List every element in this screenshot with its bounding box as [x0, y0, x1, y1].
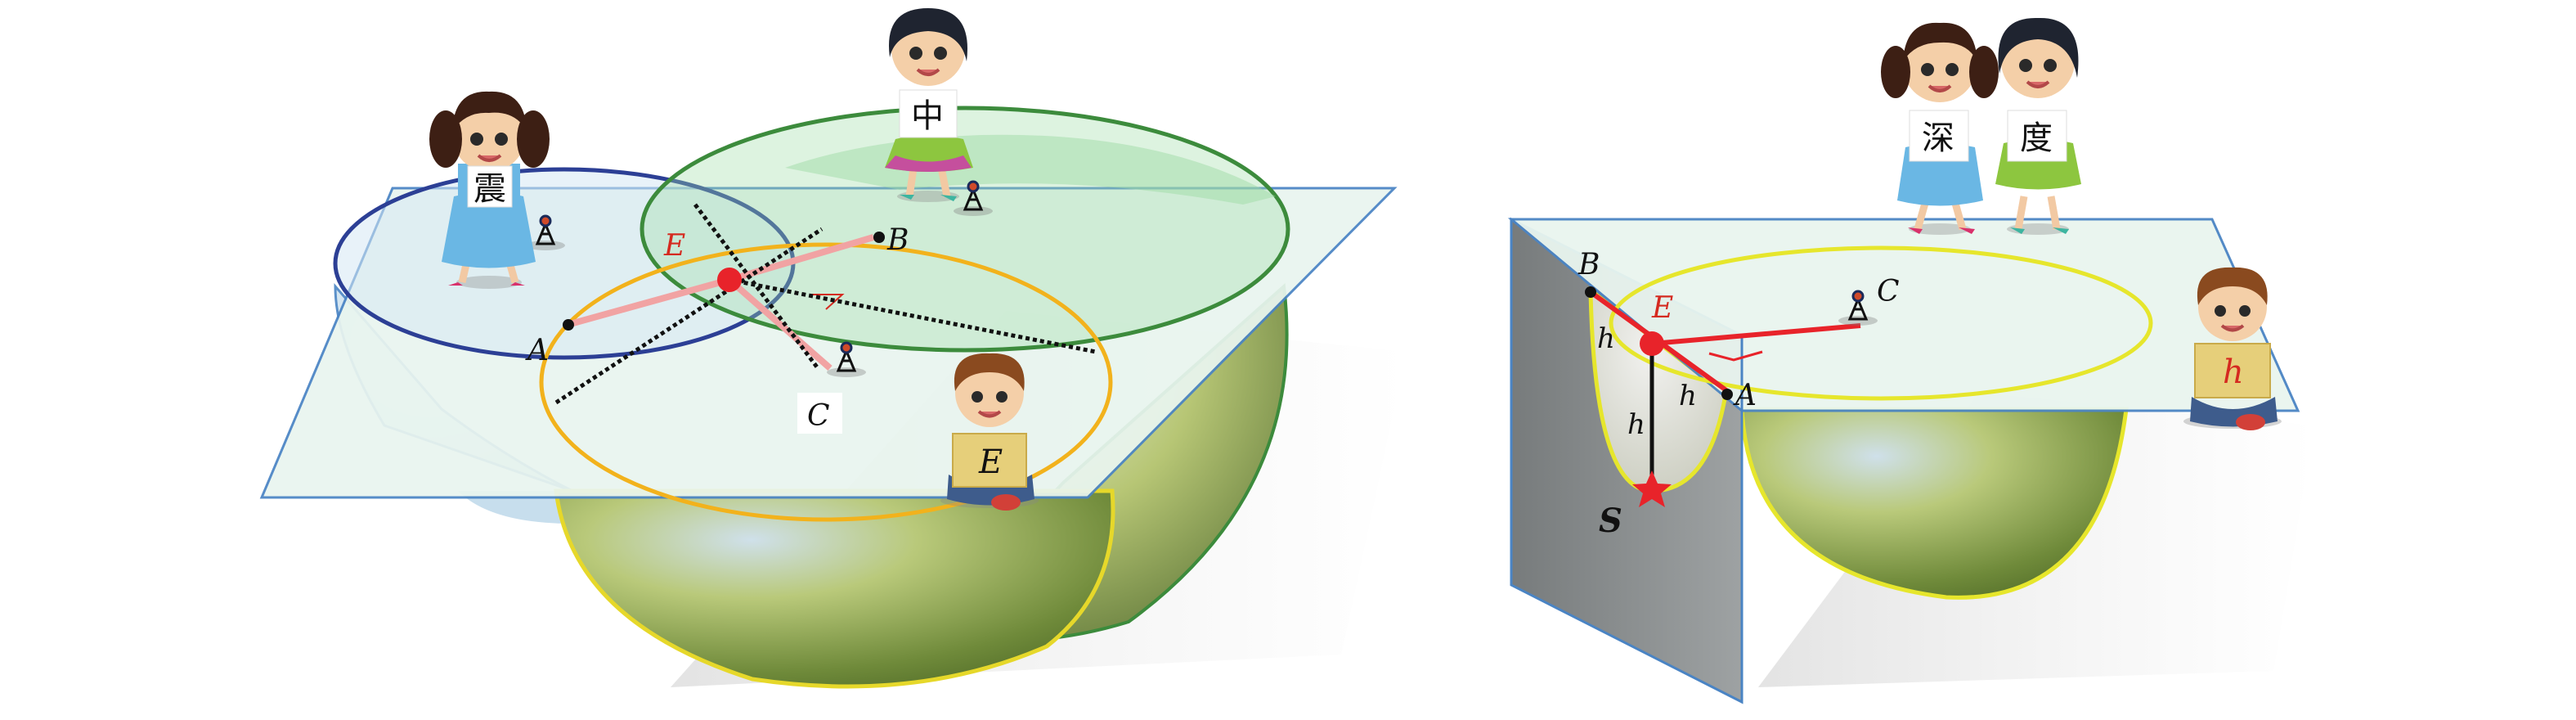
- label-h-right: h: [1679, 380, 1697, 412]
- girl-right-2-figure: 度: [1995, 17, 2081, 235]
- label-e-right: E: [1651, 291, 1673, 325]
- point-b-dot-right: [1585, 286, 1596, 298]
- girl-right-1-figure: 深: [1881, 22, 1999, 235]
- point-a-dot: [563, 319, 574, 331]
- right-angle-mark: [810, 294, 845, 310]
- boy-left-sign-text: E: [978, 443, 1003, 481]
- line-e-a: [563, 277, 731, 329]
- line-e-c-right: [1651, 323, 1861, 346]
- label-c-right: C: [1877, 275, 1900, 308]
- epicenter-dot-e: [717, 268, 742, 292]
- girl-top-figure: 中: [885, 8, 973, 202]
- label-h-left: h: [1597, 322, 1615, 355]
- label-a-right: A: [1733, 379, 1757, 412]
- epicenter-dot-e-right: [1640, 331, 1664, 356]
- right-angle-mark-right: [1708, 350, 1763, 362]
- right-yellow-circle: [1609, 245, 2153, 401]
- label-a: A: [525, 334, 549, 367]
- point-a-dot-right: [1721, 389, 1733, 400]
- line-e-c: [727, 277, 832, 371]
- boy-left-figure: E: [940, 353, 1039, 511]
- girl-right-1-sign-text: 深: [1922, 119, 1954, 157]
- chord-3: [729, 277, 1097, 354]
- label-c-bg: [797, 393, 842, 434]
- boy-right-sign-text: h: [2223, 353, 2244, 391]
- hypocenter-star-icon: [1632, 470, 1672, 507]
- girl-left-figure: 震: [429, 91, 550, 289]
- label-c: C: [807, 399, 830, 433]
- girl-top-sign-text: 中: [911, 97, 944, 135]
- chord-2: [693, 203, 819, 370]
- chord-1: [554, 227, 824, 405]
- right-hemisphere: [1739, 407, 2129, 600]
- girl-right-2-sign-text: 度: [2020, 119, 2053, 157]
- left-panel: E A B C 震: [259, 8, 1407, 689]
- label-b: B: [886, 223, 909, 257]
- right-panel: B E C A S h h h 深: [1507, 17, 2314, 704]
- label-s: S: [1599, 502, 1622, 540]
- point-b-dot: [873, 232, 885, 243]
- label-e: E: [663, 229, 685, 263]
- yellow-hemisphere: [554, 488, 1115, 689]
- boy-right-figure: h: [2183, 267, 2282, 430]
- label-h-vertical: h: [1627, 408, 1645, 441]
- yellow-circle: [539, 242, 1113, 522]
- girl-left-sign-text: 震: [473, 170, 506, 208]
- label-b-right: B: [1577, 248, 1600, 281]
